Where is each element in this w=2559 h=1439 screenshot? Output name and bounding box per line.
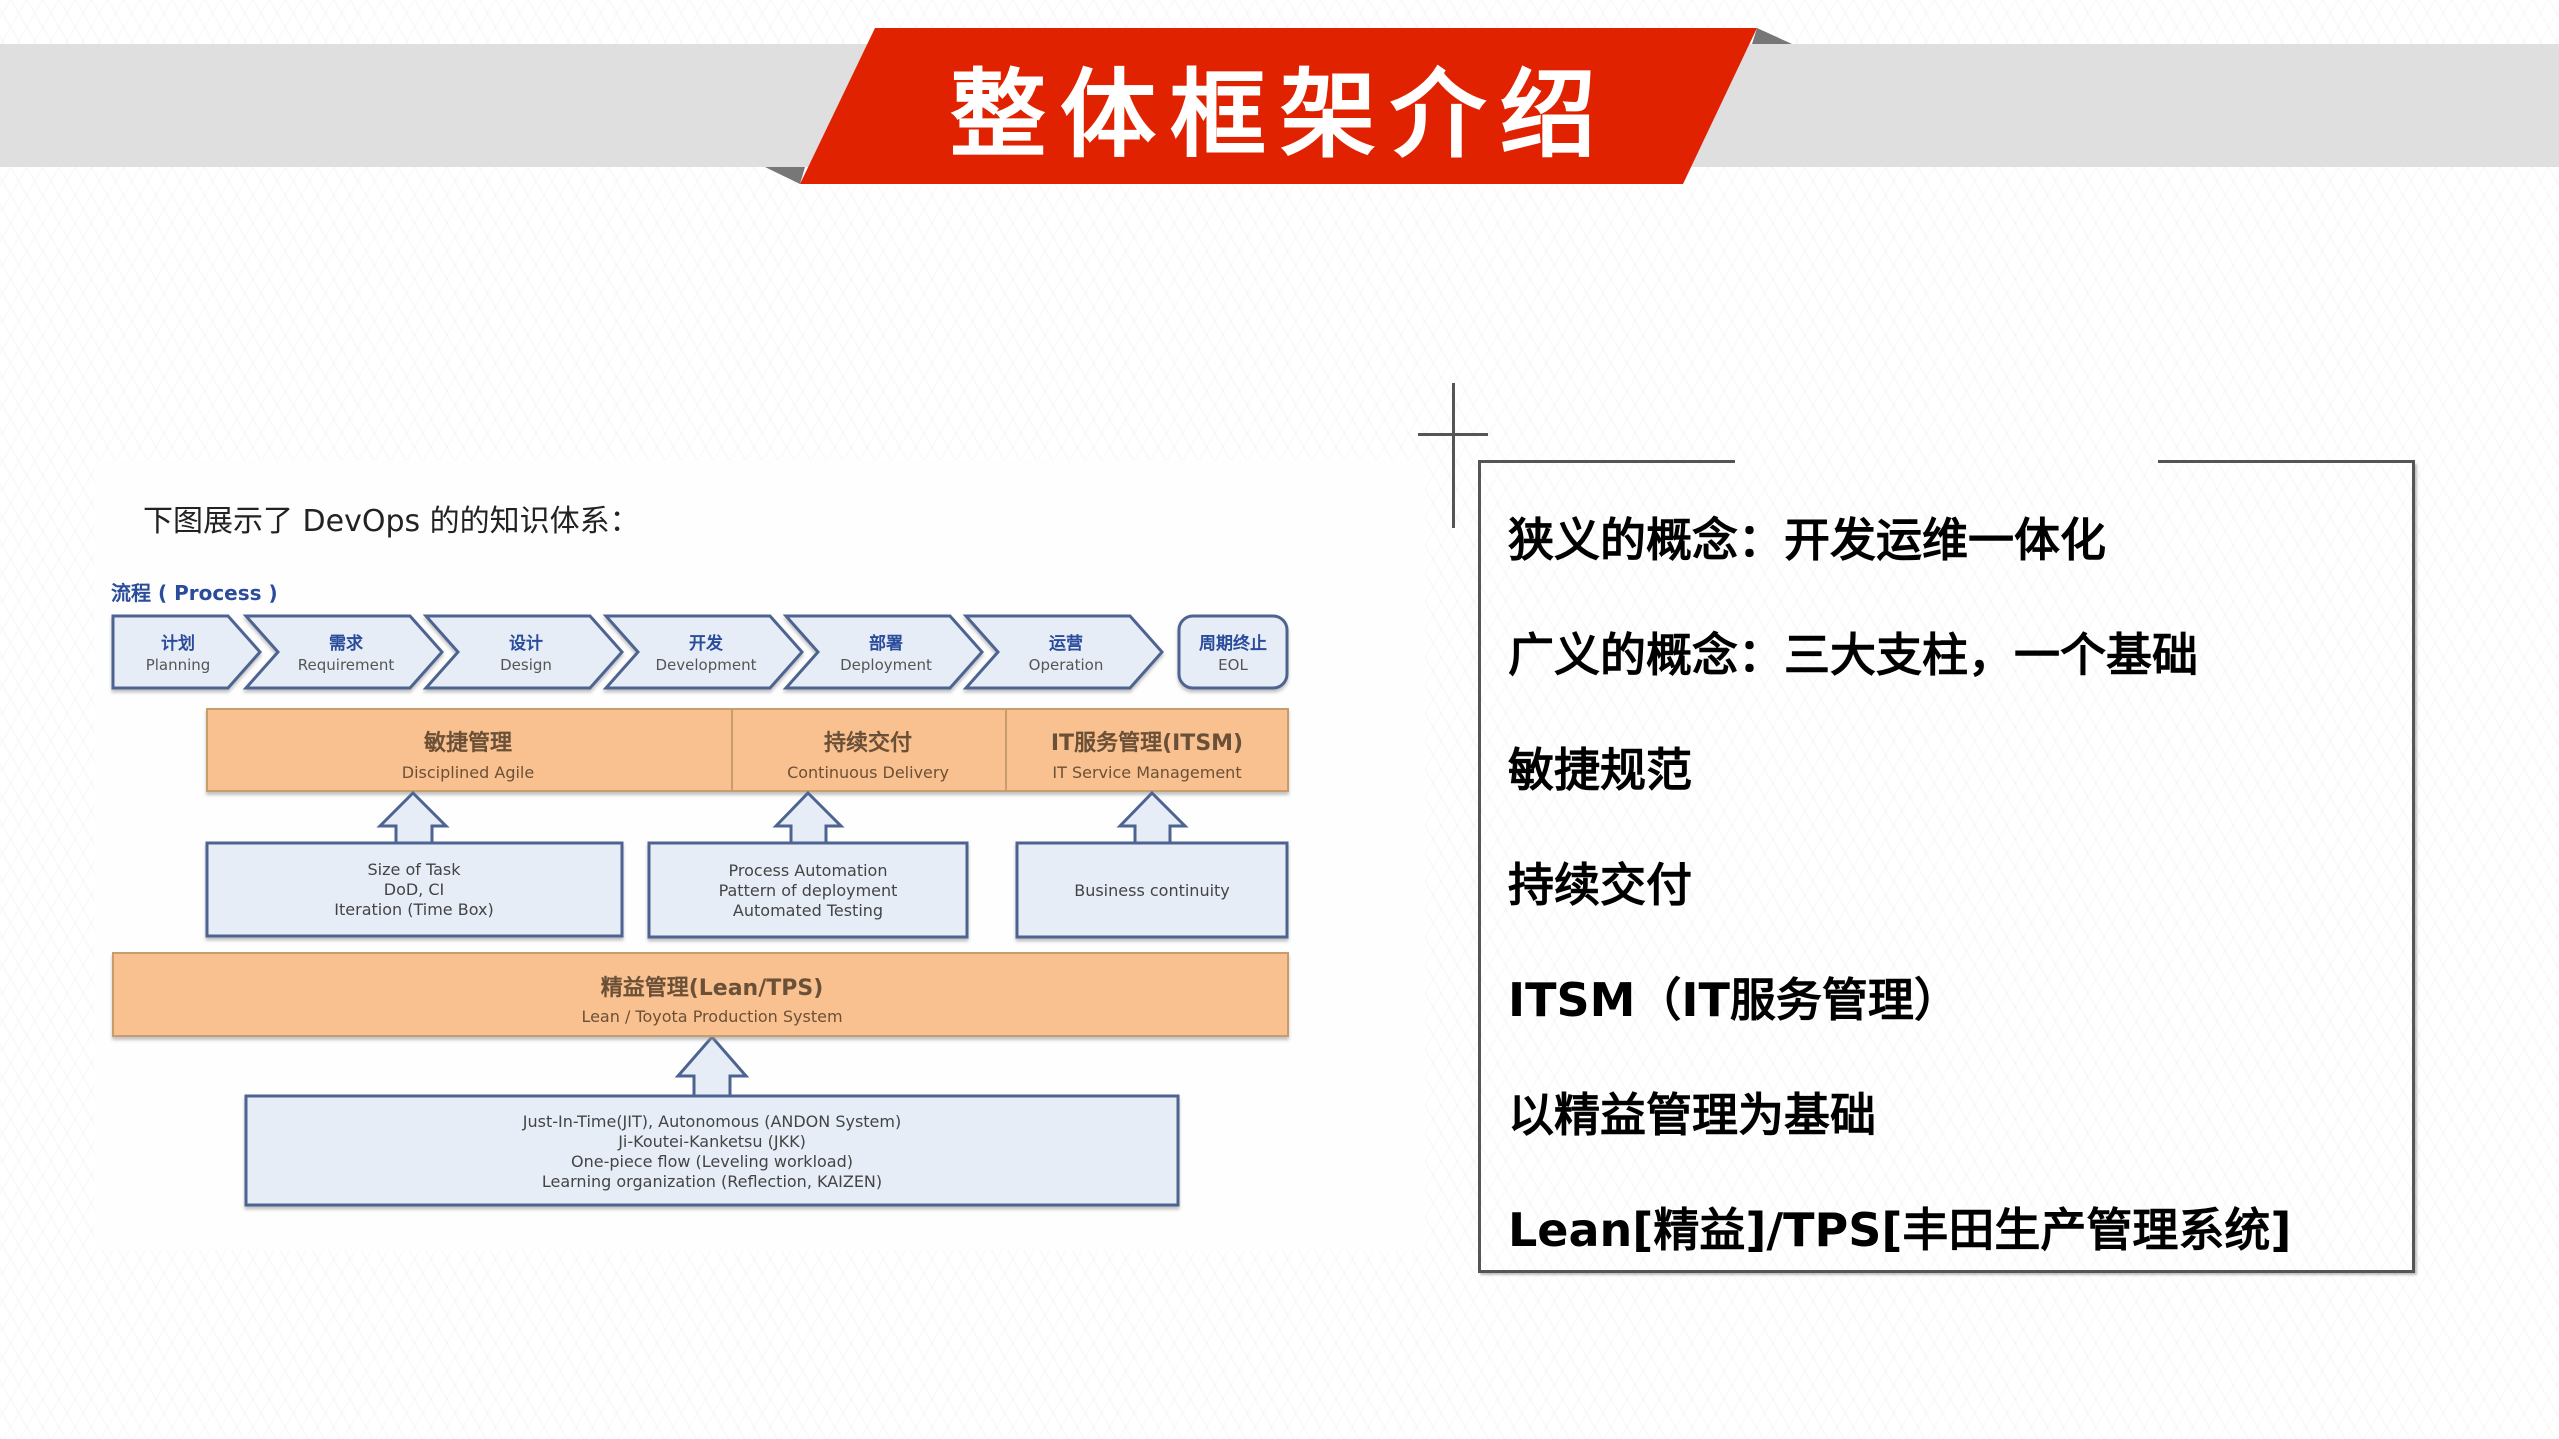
title-banner xyxy=(765,28,1792,184)
agile-detail-box xyxy=(205,841,624,938)
step-en: Development xyxy=(656,656,757,674)
step-en: EOL xyxy=(1218,656,1248,674)
note-agile: 敏捷规范 xyxy=(1508,743,1692,797)
step-cn: 开发 xyxy=(689,633,724,654)
note-lean-foundation: 以精益管理为基础 xyxy=(1508,1088,1876,1142)
devops-knowledge-diagram: 流程 ( Process ) 计划 Planning 需求 Requiremen… xyxy=(111,581,1289,1207)
pillar-itsm xyxy=(1005,708,1289,792)
detail-line: DoD, CI xyxy=(384,880,445,899)
note-itsm: ITSM（IT服务管理） xyxy=(1508,973,1960,1027)
pillar-en: Disciplined Agile xyxy=(402,763,534,782)
step-en: Operation xyxy=(1029,656,1104,674)
detail-line: Learning organization (Reflection, KAIZE… xyxy=(542,1172,882,1191)
process-step-development xyxy=(602,614,805,690)
foundation-cn: 精益管理(Lean/TPS) xyxy=(601,975,824,1001)
pillar-en: IT Service Management xyxy=(1052,763,1241,782)
note-broad-concept: 广义的概念：三大支柱，一个基础 xyxy=(1508,628,2198,682)
step-en: Design xyxy=(500,656,552,674)
notes-frame-top-left xyxy=(1478,460,1735,463)
detail-line: Ji-Koutei-Kanketsu (JKK) xyxy=(617,1132,806,1151)
up-arrow-icon xyxy=(674,1034,750,1098)
up-arrow-icon xyxy=(1116,790,1189,845)
process-step-requirement xyxy=(242,614,445,690)
note-lean-tps: Lean[精益]/TPS[丰田生产管理系统] xyxy=(1508,1203,2292,1257)
step-cn: 运营 xyxy=(1049,633,1083,654)
foundation-detail-box xyxy=(244,1094,1180,1207)
notes-list: 狭义的概念：开发运维一体化 广义的概念：三大支柱，一个基础 敏捷规范 持续交付 … xyxy=(1508,505,2291,1310)
step-cn: 部署 xyxy=(869,633,903,654)
detail-line: Business continuity xyxy=(1074,881,1230,900)
cd-detail-box xyxy=(647,841,969,939)
itsm-detail-box xyxy=(1015,841,1289,939)
corner-cross-horizontal xyxy=(1418,433,1488,436)
step-cn: 需求 xyxy=(329,633,363,654)
step-en: Planning xyxy=(146,656,211,674)
process-step-eol xyxy=(1177,614,1289,690)
pillar-cn: 敏捷管理 xyxy=(423,730,512,756)
banner-shadow-left xyxy=(765,167,805,184)
process-step-design xyxy=(422,614,625,690)
up-arrow-icon xyxy=(376,790,450,845)
process-step-deployment xyxy=(782,614,985,690)
step-cn: 计划 xyxy=(161,633,195,654)
process-step-planning xyxy=(111,614,263,690)
step-en: Deployment xyxy=(840,656,932,674)
step-cn: 设计 xyxy=(509,633,543,654)
detail-line: Just-In-Time(JIT), Autonomous (ANDON Sys… xyxy=(522,1112,901,1131)
detail-line: One-piece flow (Leveling workload) xyxy=(571,1152,853,1171)
corner-cross-vertical xyxy=(1452,383,1455,528)
detail-line: Automated Testing xyxy=(733,901,883,920)
note-narrow-concept: 狭义的概念：开发运维一体化 xyxy=(1508,513,2106,567)
slide-title: 整体框架介绍 xyxy=(950,58,1610,171)
detail-line: Iteration (Time Box) xyxy=(334,900,493,919)
banner-shadow-right xyxy=(1752,28,1792,44)
step-cn: 周期终止 xyxy=(1199,633,1267,654)
pillar-continuous-delivery xyxy=(731,708,1007,792)
pillar-cn: 持续交付 xyxy=(824,730,912,756)
diagram-heading: 下图展示了 DevOps 的的知识体系： xyxy=(143,504,640,539)
detail-line: Size of Task xyxy=(368,860,462,879)
up-arrow-icon xyxy=(772,790,845,845)
detail-line: Process Automation xyxy=(729,861,888,880)
step-en: Requirement xyxy=(298,656,395,674)
process-step-operation xyxy=(962,614,1165,690)
detail-line: Pattern of deployment xyxy=(719,881,898,900)
process-label: 流程 ( Process ) xyxy=(111,581,278,605)
pillar-cn: IT服务管理(ITSM) xyxy=(1051,730,1243,756)
note-continuous-delivery: 持续交付 xyxy=(1508,858,1692,912)
banner-red-parallelogram xyxy=(800,28,1757,184)
foundation-lean-bar xyxy=(112,952,1289,1037)
pillar-en: Continuous Delivery xyxy=(787,763,949,782)
foundation-en: Lean / Toyota Production System xyxy=(581,1007,842,1026)
notes-frame xyxy=(1478,462,2415,1273)
notes-frame-top-right xyxy=(2158,460,2415,463)
